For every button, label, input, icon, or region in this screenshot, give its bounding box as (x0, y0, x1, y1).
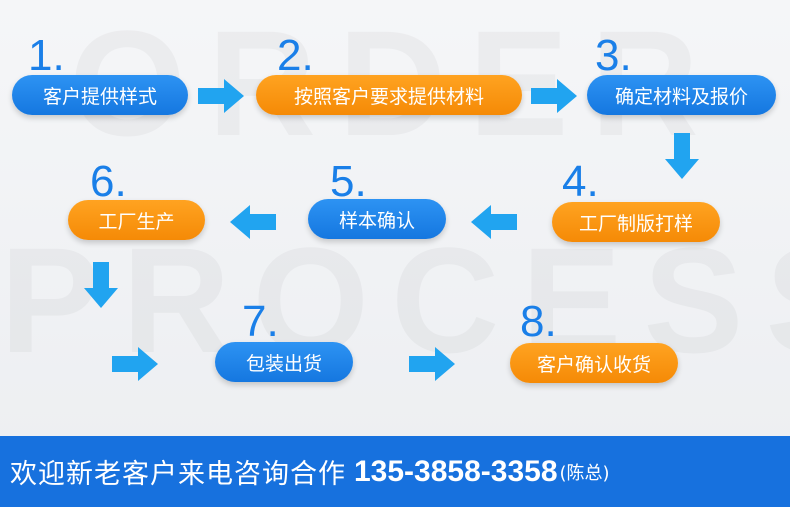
arrow-right-icon (531, 79, 577, 113)
arrow-right-icon (112, 347, 158, 381)
contact-banner: 欢迎新老客户来电咨询合作 135-3858-3358 (陈总) (0, 436, 790, 507)
step-6-pill: 工厂生产 (68, 200, 205, 240)
welcome-text: 欢迎新老客户来电咨询合作 (10, 459, 346, 490)
step-2-pill: 按照客户要求提供材料 (256, 75, 522, 115)
step-8-pill: 客户确认收货 (510, 343, 678, 383)
arrow-right-icon (198, 79, 244, 113)
step-5-pill: 样本确认 (308, 199, 446, 239)
step-2-number: 2. (277, 31, 314, 80)
arrow-down-icon (84, 262, 118, 308)
arrow-down-icon (665, 133, 699, 179)
arrow-left-icon (230, 205, 276, 239)
step-7-number: 7. (242, 297, 279, 346)
step-3-pill: 确定材料及报价 (587, 75, 776, 115)
step-4-pill: 工厂制版打样 (552, 202, 720, 242)
step-8-number: 8. (520, 297, 557, 346)
step-6-number: 6. (90, 157, 127, 206)
step-1-number: 1. (28, 31, 65, 80)
arrow-left-icon (471, 205, 517, 239)
step-4-number: 4. (562, 157, 599, 206)
step-5-number: 5. (330, 157, 367, 206)
step-7-pill: 包装出货 (215, 342, 353, 382)
phone-number: 135-3858-3358 (354, 454, 558, 488)
contact-name: (陈总) (559, 462, 610, 484)
step-3-number: 3. (595, 31, 632, 80)
arrow-right-icon (409, 347, 455, 381)
step-1-pill: 客户提供样式 (12, 75, 188, 115)
